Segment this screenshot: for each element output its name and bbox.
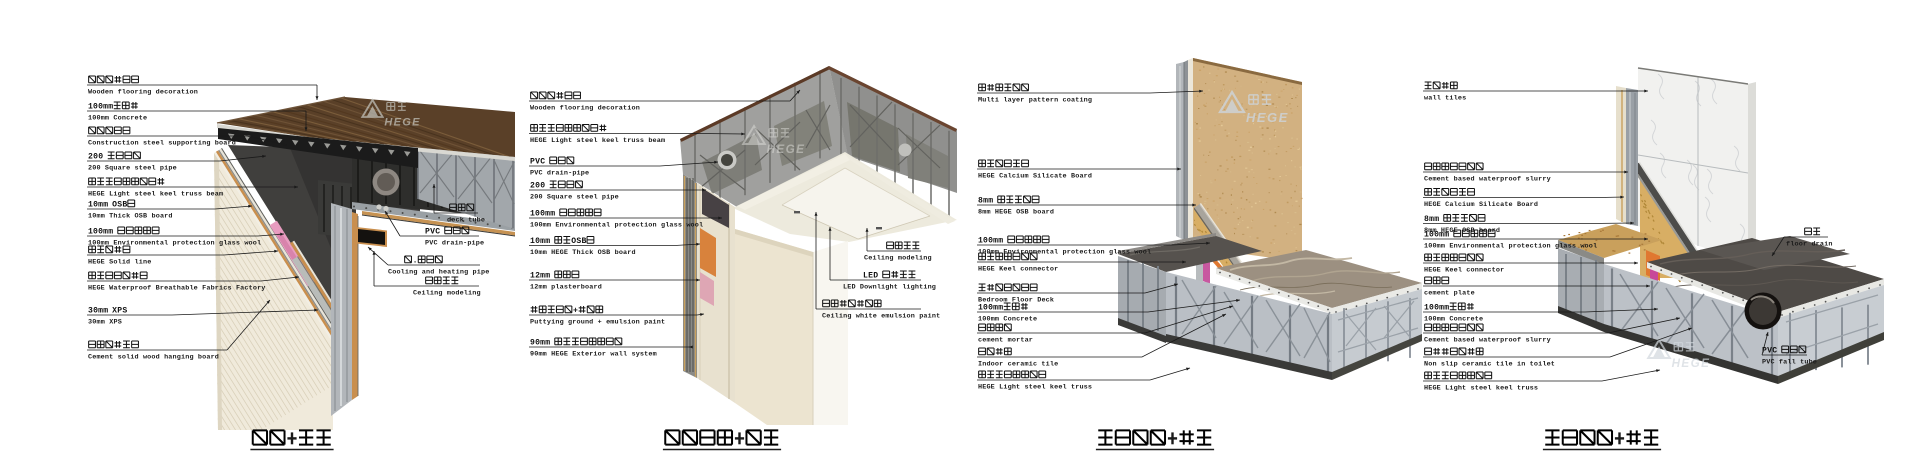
svg-text:Wooden flooring decoration: Wooden flooring decoration [530,104,640,112]
svg-text:10mm: 10mm [88,200,108,209]
svg-text:Ceiling white emulsion paint: Ceiling white emulsion paint [822,312,940,320]
svg-text:OSB: OSB [112,200,127,209]
svg-text:Multi layer pattern coating: Multi layer pattern coating [978,96,1092,104]
svg-text:8mm: 8mm [1424,215,1439,224]
svg-text:100mm: 100mm [88,227,113,236]
svg-text:PVC: PVC [530,157,545,166]
svg-text:.: . [413,256,418,265]
svg-text:LED: LED [863,271,878,280]
svg-text:HEGE Light steel keel truss: HEGE Light steel keel truss [1424,384,1538,392]
svg-text:HEGE: HEGE [384,117,420,129]
svg-text:Cement based waterproof slurry: Cement based waterproof slurry [1424,336,1551,344]
svg-text:8mm HEGE OSB board: 8mm HEGE OSB board [978,208,1054,216]
svg-text:PVC drain-pipe: PVC drain-pipe [530,169,589,177]
svg-text:HEGE Solid line: HEGE Solid line [88,258,151,266]
svg-text:30mm XPS: 30mm XPS [88,318,122,326]
svg-text:10mm Thick OSB board: 10mm Thick OSB board [88,212,173,220]
svg-text:Bedroom Floor Deck: Bedroom Floor Deck [978,296,1054,304]
svg-text:Indoor ceramic tile: Indoor ceramic tile [978,360,1058,368]
svg-text:XPS: XPS [112,306,127,315]
svg-text:200: 200 [88,152,103,161]
svg-text:HEGE Light steel keel truss be: HEGE Light steel keel truss beam [530,137,665,145]
svg-text:100mm Environmental protection: 100mm Environmental protection glass woo… [88,239,261,247]
svg-text:Non slip ceramic tile in toile: Non slip ceramic tile in toilet [1424,360,1555,368]
svg-text:Cement solid wood hanging boar: Cement solid wood hanging board [88,353,219,361]
svg-text:+: + [573,306,578,315]
svg-text:100mm: 100mm [1424,303,1449,312]
svg-text:90mm HEGE Exterior wall system: 90mm HEGE Exterior wall system [530,350,657,358]
svg-text:200: 200 [530,181,545,190]
svg-text:Cement based waterproof slurry: Cement based waterproof slurry [1424,175,1551,183]
svg-text:100mm: 100mm [978,303,1003,312]
svg-text:Puttying ground + emulsion pai: Puttying ground + emulsion paint [530,318,665,326]
svg-text:HEGE: HEGE [767,143,806,156]
svg-text:100mm Environmental protection: 100mm Environmental protection glass woo… [978,248,1151,256]
svg-text:HEGE Light steel keel truss be: HEGE Light steel keel truss beam [88,190,223,198]
svg-text:Ceiling modeling: Ceiling modeling [864,254,932,262]
svg-text:PVC fall tube: PVC fall tube [1762,358,1817,366]
svg-text:10mm: 10mm [530,237,550,246]
svg-text:HEGE Calcium Silicate Board: HEGE Calcium Silicate Board [1424,201,1538,209]
svg-text:HEGE Light steel keel truss: HEGE Light steel keel truss [978,383,1092,391]
svg-text:LED Downlight lighting: LED Downlight lighting [843,283,936,291]
svg-text:cement plate: cement plate [1424,289,1475,297]
svg-text:100mm Concrete: 100mm Concrete [88,114,147,122]
svg-text:12mm: 12mm [530,271,550,280]
svg-text:HEGE Keel connector: HEGE Keel connector [978,265,1058,273]
svg-text:HEGE Calcium Silicate Board: HEGE Calcium Silicate Board [978,172,1092,180]
svg-text:12mm plasterboard: 12mm plasterboard [530,283,602,291]
svg-text:PVC: PVC [1762,346,1777,355]
svg-text:floor drain: floor drain [1786,240,1833,248]
svg-text:90mm: 90mm [530,338,550,347]
svg-text:100mm Environmental protection: 100mm Environmental protection glass woo… [1424,242,1597,250]
svg-text:HEGE: HEGE [1672,357,1711,370]
svg-text:HEGE: HEGE [1246,110,1289,125]
svg-text:Wooden flooring decoration: Wooden flooring decoration [88,88,198,96]
svg-text:100mm: 100mm [978,236,1003,245]
svg-text:HEGE Waterproof Breathable Fab: HEGE Waterproof Breathable Fabrics Facto… [88,284,265,292]
svg-text:100mm: 100mm [88,102,113,111]
svg-text:30mm: 30mm [88,306,108,315]
svg-text:wall tiles: wall tiles [1424,94,1466,102]
svg-text:100mm Concrete: 100mm Concrete [978,315,1037,323]
svg-text:PVC: PVC [425,227,440,236]
svg-text:HEGE Keel connector: HEGE Keel connector [1424,266,1504,274]
svg-text:OSB: OSB [571,237,586,246]
svg-text:deck tube: deck tube [447,216,485,224]
svg-text:10mm HEGE Thick OSB board: 10mm HEGE Thick OSB board [530,249,636,257]
svg-text:Ceiling modeling: Ceiling modeling [413,289,481,297]
svg-text:cement mortar: cement mortar [978,336,1033,344]
svg-text:200 Square steel pipe: 200 Square steel pipe [88,164,177,172]
svg-text:200 Square steel pipe: 200 Square steel pipe [530,193,619,201]
svg-text:100mm: 100mm [530,209,555,218]
svg-text:8mm: 8mm [978,196,993,205]
svg-text:PVC drain-pipe: PVC drain-pipe [425,239,484,247]
svg-text:Cooling and heating pipe: Cooling and heating pipe [388,268,489,276]
svg-text:Construction steel supporting: Construction steel supporting board [88,139,236,147]
svg-text:100mm Concrete: 100mm Concrete [1424,315,1483,323]
svg-text:100mm: 100mm [1424,230,1449,239]
svg-text:100mm Environmental protection: 100mm Environmental protection glass woo… [530,221,703,229]
